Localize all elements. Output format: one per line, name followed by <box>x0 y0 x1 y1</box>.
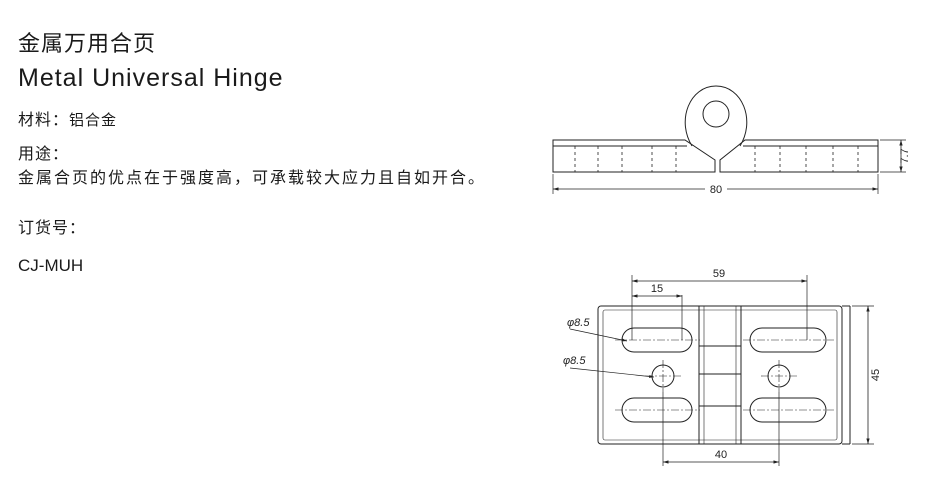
product-info: 金属万用合页 Metal Universal Hinge 材料：铝合金 用途： … <box>18 30 518 278</box>
plate-outline <box>597 305 843 445</box>
top-view <box>569 275 874 466</box>
order-code: CJ-MUH <box>18 256 84 275</box>
product-title-en: Metal Universal Hinge <box>18 64 284 92</box>
right-leaf-outline <box>719 139 879 173</box>
pivot-hole <box>702 100 730 128</box>
knuckle-outline <box>684 85 748 147</box>
left-leaf-outline <box>552 139 716 173</box>
dim-slot-dia: φ8.5 <box>567 317 590 329</box>
material-row: 材料：铝合金 <box>18 108 518 132</box>
material-value: 铝合金 <box>69 111 118 129</box>
dim-thickness: 7.7 <box>899 148 911 163</box>
usage-block: 用途： 金属合页的优点在于强度高，可承载较大应力且自如开合。 <box>18 142 518 190</box>
dim-hole-pitch: 59 <box>713 268 725 280</box>
dim-center-distance: 40 <box>715 449 727 461</box>
dim-slot-length: 15 <box>651 283 663 295</box>
dim-hole-dia: φ8.5 <box>563 355 586 367</box>
side-view <box>552 85 906 194</box>
usage-label: 用途： <box>18 144 70 163</box>
product-title-cn: 金属万用合页 <box>18 32 157 57</box>
dim-length: 80 <box>710 184 722 196</box>
usage-description: 金属合页的优点在于强度高，可承载较大应力且自如开合。 <box>18 168 487 187</box>
dim-height: 45 <box>870 369 882 381</box>
order-label: 订货号： <box>18 218 87 237</box>
material-label: 材料： <box>18 110 70 129</box>
